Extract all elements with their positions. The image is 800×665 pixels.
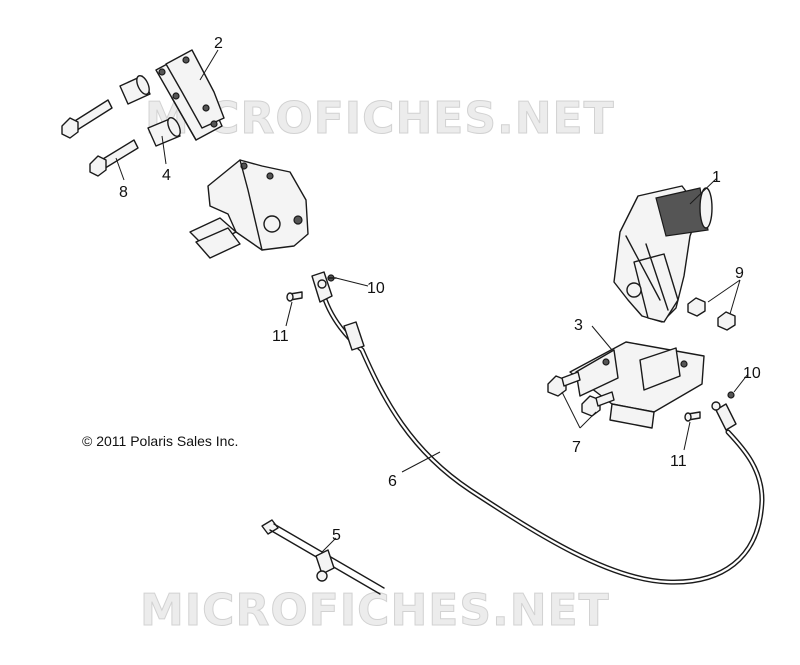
part-11-pin-right[interactable] bbox=[684, 411, 701, 422]
callout-3: 3 bbox=[574, 317, 583, 334]
callout-1: 1 bbox=[712, 169, 721, 186]
part-4-spacer[interactable] bbox=[119, 74, 183, 147]
part-11-pin-left[interactable] bbox=[286, 291, 303, 302]
part-2-pivot-bracket[interactable] bbox=[155, 49, 225, 141]
watermark-bottom: MICROFICHES.NET bbox=[140, 585, 610, 636]
part-7-bolt[interactable] bbox=[547, 371, 615, 417]
callout-9: 9 bbox=[735, 265, 744, 282]
callout-10-left: 10 bbox=[367, 280, 385, 297]
callout-11-left: 11 bbox=[272, 328, 289, 345]
callout-8: 8 bbox=[119, 184, 128, 201]
callout-5: 5 bbox=[332, 527, 341, 544]
part-8-bolt[interactable] bbox=[61, 99, 139, 177]
part-10-clip-left[interactable] bbox=[327, 274, 337, 282]
copyright-text: © 2011 Polaris Sales Inc. bbox=[82, 433, 238, 449]
callout-11-right: 11 bbox=[670, 453, 687, 470]
part-5-cable-tie[interactable] bbox=[261, 519, 385, 595]
callout-6: 6 bbox=[388, 473, 397, 490]
callout-7: 7 bbox=[572, 439, 581, 456]
callout-2: 2 bbox=[214, 35, 223, 52]
watermark-top: MICROFICHES.NET bbox=[145, 93, 615, 144]
leader-lines bbox=[115, 49, 749, 553]
part-10-clip-right[interactable] bbox=[727, 391, 735, 399]
part-9-nut[interactable] bbox=[687, 297, 736, 331]
callout-10-right: 10 bbox=[743, 365, 761, 382]
upper-mounting-bracket bbox=[189, 159, 309, 259]
part-6-brake-cable[interactable] bbox=[311, 271, 765, 585]
part-1-brake-handle[interactable] bbox=[613, 185, 713, 323]
callout-4: 4 bbox=[162, 167, 171, 184]
